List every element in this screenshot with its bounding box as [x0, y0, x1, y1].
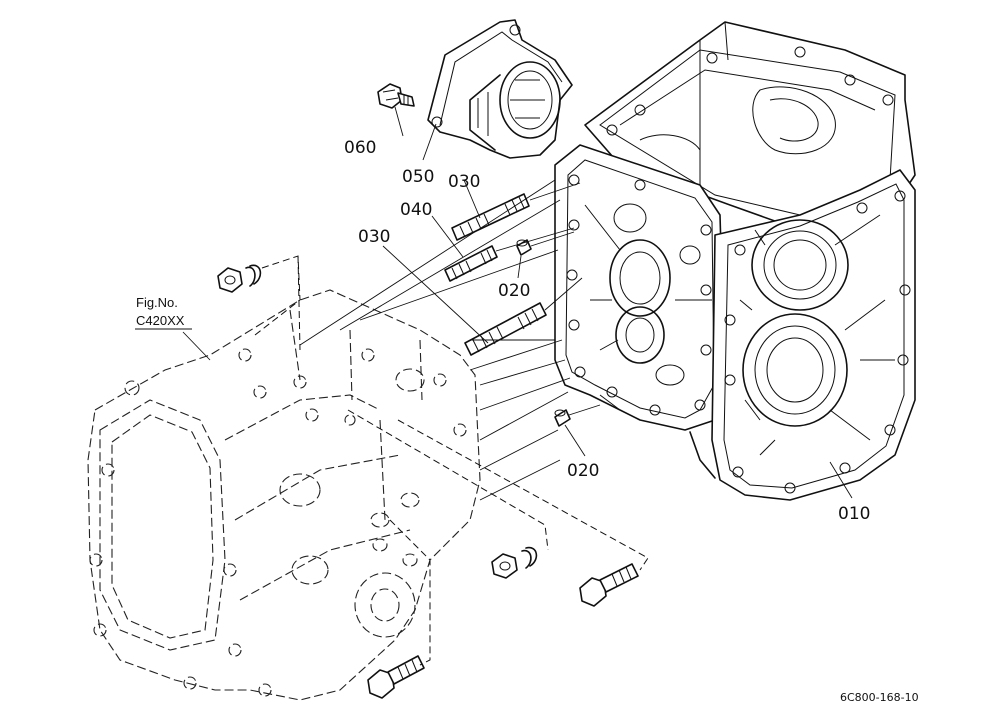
callout-040: 040: [400, 200, 432, 220]
callout-050: 050: [402, 167, 434, 187]
drawing-code: 6C800-168-10: [840, 691, 919, 704]
leader-lines: [182, 106, 853, 666]
stud-040[interactable]: [444, 245, 498, 282]
reference-fig-number: C420XX: [136, 313, 185, 328]
dowel-pin-020-lower[interactable]: [554, 409, 571, 427]
related-bolt-right: [579, 563, 639, 607]
bearing-housing-050[interactable]: [427, 19, 573, 159]
reference-fig-label: Fig.No.: [136, 295, 178, 310]
transmission-case-010[interactable]: [554, 21, 916, 501]
dowel-pin-020-upper[interactable]: [516, 239, 532, 256]
stud-030-upper[interactable]: [451, 193, 530, 241]
stud-030-lower[interactable]: [464, 302, 547, 356]
related-nut-bottom: [491, 546, 538, 579]
callout-030-upper: 030: [448, 172, 480, 192]
related-nut-top: [217, 264, 262, 293]
callout-060: 060: [344, 138, 376, 158]
callout-010: 010: [838, 504, 870, 524]
callout-020-upper: 020: [498, 281, 530, 301]
callout-020-lower: 020: [567, 461, 599, 481]
bolt-060[interactable]: [377, 83, 415, 109]
callout-030-lower: 030: [358, 227, 390, 247]
related-bolt-bottom: [367, 655, 425, 699]
related-case-c420xx: [87, 289, 481, 701]
